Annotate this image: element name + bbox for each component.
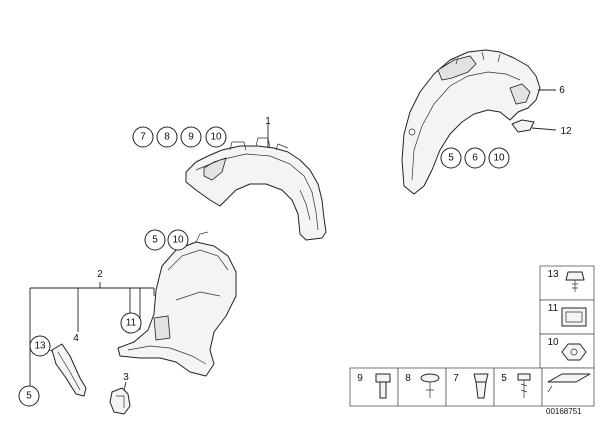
clip-nut-icon[interactable] bbox=[561, 307, 587, 327]
screw-icon[interactable] bbox=[565, 271, 585, 292]
fastener-table-bottom: 9 8 7 5 bbox=[349, 367, 595, 407]
table-label-5: 5 bbox=[501, 373, 507, 384]
part-number-12: 12 bbox=[560, 126, 572, 137]
trim-strip-part-4[interactable] bbox=[51, 343, 87, 397]
table-label-8: 8 bbox=[405, 373, 411, 384]
wheel-arch-liner-front[interactable] bbox=[117, 231, 237, 377]
ref-bubble-13-front[interactable]: 13 bbox=[34, 341, 46, 352]
ref-bubble-5-front[interactable]: 5 bbox=[152, 235, 158, 246]
sealing-tape-icon[interactable] bbox=[547, 373, 591, 393]
table-label-7: 7 bbox=[453, 373, 459, 384]
wheel-arch-liner-rear[interactable] bbox=[185, 137, 327, 241]
ref-bubble-6-right[interactable]: 6 bbox=[472, 153, 478, 164]
part-number-3: 3 bbox=[123, 372, 129, 383]
ref-bubble-10-front[interactable]: 10 bbox=[172, 235, 184, 246]
self-tapping-screw-icon[interactable] bbox=[517, 373, 531, 398]
ref-bubble-8[interactable]: 8 bbox=[164, 132, 170, 143]
ref-group-right-liner: 5 6 10 bbox=[440, 147, 510, 169]
ref-group-rear-liner: 7 8 9 10 bbox=[132, 126, 227, 148]
assembly-2-bracket bbox=[29, 282, 155, 392]
table-label-13: 13 bbox=[547, 269, 559, 280]
wheel-arch-liner-right[interactable] bbox=[401, 49, 541, 195]
spreader-clip-icon[interactable] bbox=[473, 373, 489, 399]
table-label-10: 10 bbox=[547, 337, 559, 348]
ref-bubble-10[interactable]: 10 bbox=[210, 132, 222, 143]
ref-group-front-assembly: 11 13 5 bbox=[18, 312, 142, 407]
fastener-table-right: 13 11 10 bbox=[539, 265, 595, 369]
expansion-rivet-icon[interactable] bbox=[420, 373, 440, 398]
hex-nut-icon[interactable] bbox=[561, 343, 587, 361]
document-id: 00168751 bbox=[546, 407, 582, 416]
part-number-2: 2 bbox=[97, 269, 103, 280]
table-label-9: 9 bbox=[357, 373, 363, 384]
ref-bubble-9[interactable]: 9 bbox=[188, 132, 194, 143]
part-number-1: 1 bbox=[265, 116, 271, 127]
leader-line-part-12 bbox=[531, 127, 557, 131]
bracket-part-3[interactable] bbox=[109, 387, 131, 415]
ref-bubble-11-front[interactable]: 11 bbox=[126, 318, 137, 329]
ref-bubble-10-right[interactable]: 10 bbox=[493, 153, 505, 164]
plastic-rivet-icon[interactable] bbox=[375, 373, 391, 399]
ref-bubble-5-right[interactable]: 5 bbox=[448, 153, 454, 164]
flap-part-12 bbox=[511, 119, 535, 133]
ref-bubble-7[interactable]: 7 bbox=[140, 132, 146, 143]
table-label-11: 11 bbox=[548, 303, 559, 314]
ref-bubble-5-bottom[interactable]: 5 bbox=[26, 391, 32, 402]
part-number-6: 6 bbox=[559, 85, 565, 96]
ref-group-front-liner: 5 10 bbox=[144, 229, 189, 251]
part-number-4: 4 bbox=[73, 333, 79, 344]
